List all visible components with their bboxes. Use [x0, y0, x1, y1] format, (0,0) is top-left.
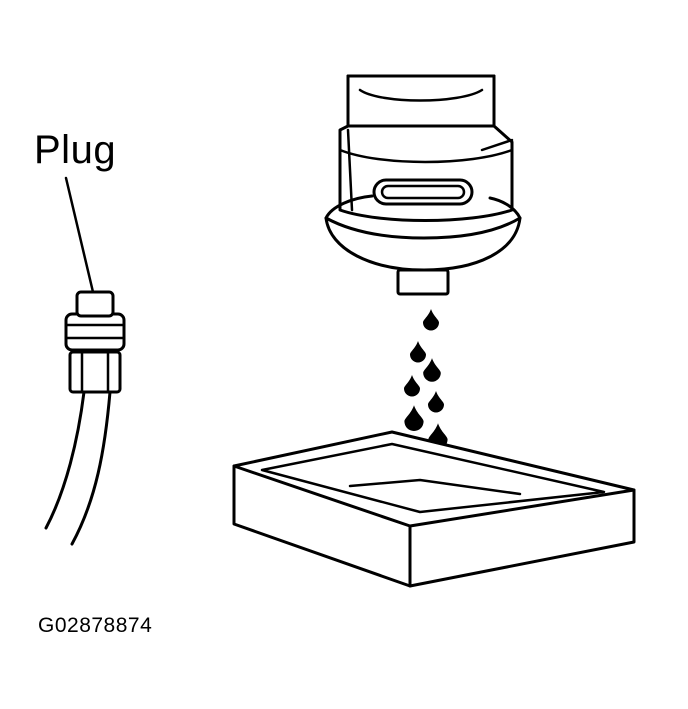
- figure-id: G02878874: [38, 614, 153, 637]
- fluid-drop: [410, 341, 426, 363]
- drain-pan: [232, 430, 636, 588]
- plug-leader-line: [64, 176, 95, 294]
- fluid-drop: [423, 309, 439, 331]
- fluid-drop: [404, 405, 424, 431]
- fluid-drop: [428, 391, 444, 413]
- brake-cylinder: [324, 74, 522, 296]
- fluid-drop: [423, 358, 441, 382]
- fluid-drop: [404, 375, 420, 397]
- plug-label: Plug: [34, 128, 117, 172]
- brake-line: [44, 390, 112, 546]
- line-fitting: [64, 290, 126, 394]
